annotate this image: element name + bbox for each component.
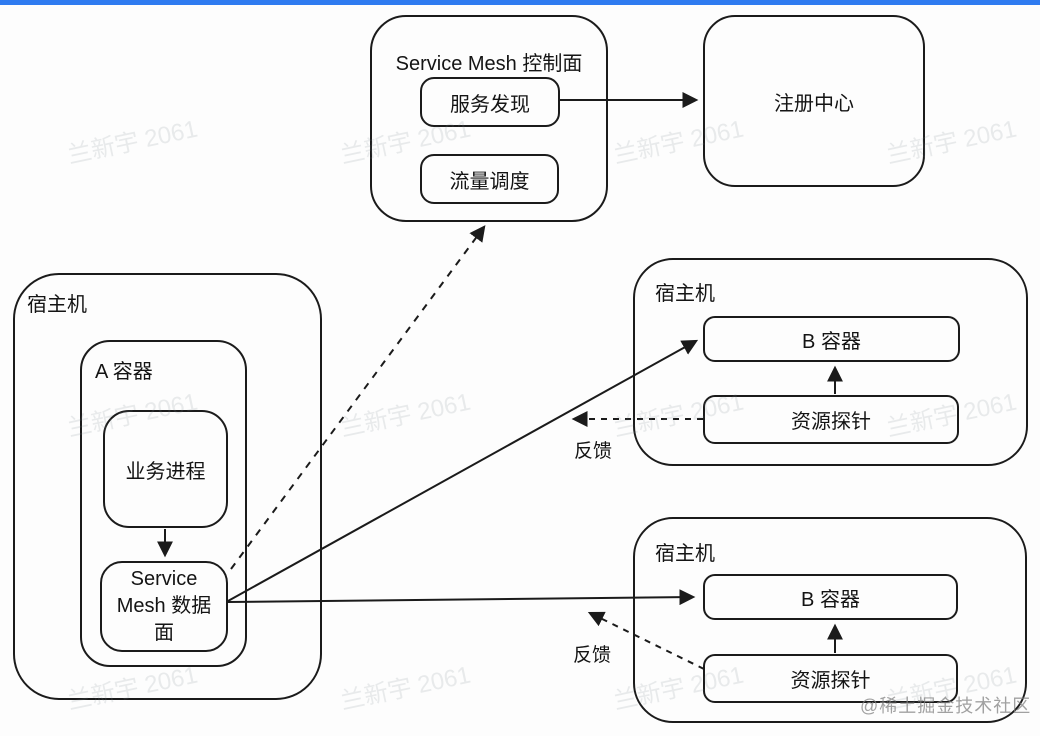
host-b2-label: 宿主机 — [655, 543, 715, 565]
service-discovery-label: 服务发现 — [450, 93, 530, 116]
service-discovery-box: 服务发现 — [420, 77, 560, 127]
watermark-text: 兰新宇 2061 — [65, 115, 201, 170]
control-plane-title: Service Mesh 控制面 — [395, 53, 583, 75]
traffic-scheduling-box: 流量调度 — [420, 154, 559, 204]
registry-box: 注册中心 — [703, 15, 925, 187]
probe-b2-label: 资源探针 — [790, 670, 871, 692]
container-a-label: A 容器 — [95, 361, 153, 383]
watermark-text: 兰新宇 2061 — [338, 388, 474, 443]
probe-b1-label: 资源探针 — [791, 411, 871, 433]
watermark-text: 兰新宇 2061 — [338, 661, 474, 716]
dataplane-box: Service Mesh 数据面 — [100, 561, 228, 652]
registry-label: 注册中心 — [774, 92, 854, 115]
business-process-label: 业务进程 — [125, 460, 206, 483]
container-b2-label: B 容器 — [801, 588, 860, 611]
feedback-label-1: 反馈 — [574, 441, 613, 462]
container-b1-box: B 容器 — [703, 316, 960, 362]
feedback-label-2: 反馈 — [573, 645, 612, 666]
traffic-scheduling-label: 流量调度 — [449, 170, 530, 193]
container-b2-box: B 容器 — [703, 574, 958, 620]
top-accent-bar — [0, 0, 1040, 5]
probe-b1-box: 资源探针 — [703, 395, 959, 444]
host-b1-label: 宿主机 — [655, 283, 715, 305]
business-process-box: 业务进程 — [103, 410, 228, 528]
host-a-label: 宿主机 — [27, 294, 87, 316]
probe-b2-box: 资源探针 — [703, 654, 958, 703]
container-b1-label: B 容器 — [802, 330, 861, 353]
dataplane-label: Service Mesh 数据面 — [116, 568, 212, 644]
